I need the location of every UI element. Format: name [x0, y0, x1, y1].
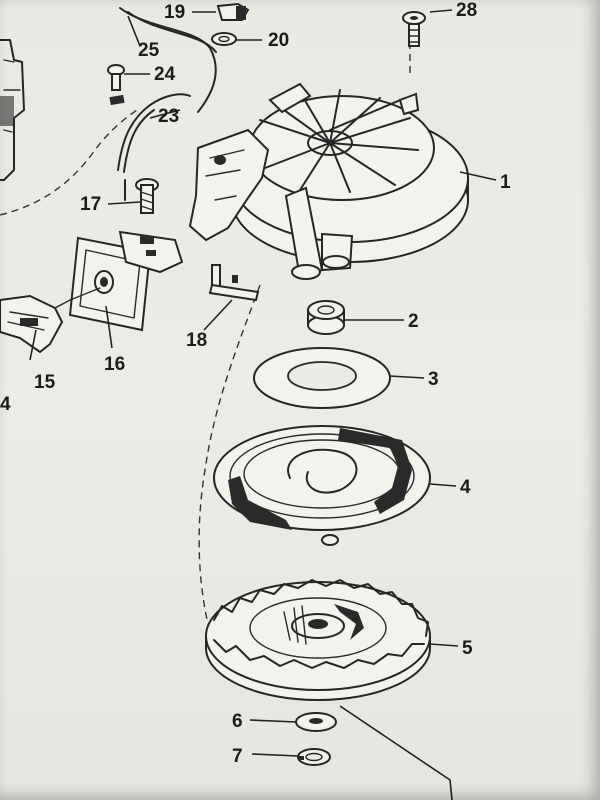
part-19-clip	[216, 2, 250, 21]
callout-7: 7	[232, 746, 243, 767]
part-1-starter-housing	[188, 82, 469, 280]
callout-4: 4	[460, 477, 471, 498]
part-6-washer	[295, 712, 337, 732]
callout-14-partial: 4	[0, 394, 11, 415]
part-28-top-bolt	[402, 11, 426, 47]
part-25-cable	[119, 7, 217, 113]
callout-18: 18	[186, 330, 207, 351]
callout-20: 20	[268, 30, 289, 51]
part-17-bolt	[135, 178, 159, 214]
rope-path-dashed-line	[0, 30, 411, 641]
callout-3: 3	[428, 369, 439, 390]
part-5-pulley	[205, 579, 431, 701]
callout-17: 17	[80, 194, 101, 215]
engine-fragment	[0, 39, 25, 181]
callout-6: 6	[232, 711, 243, 732]
callout-16: 16	[104, 354, 125, 375]
callout-24: 24	[154, 64, 176, 85]
part-24-screw	[107, 64, 125, 106]
callout-2: 2	[408, 311, 419, 332]
part-23-link-rod	[117, 93, 191, 201]
part-2-bushing	[307, 300, 345, 335]
part-3-washer	[253, 347, 391, 409]
callout-15: 15	[34, 372, 56, 393]
callout-labels: 1 2 3 4 5 6 7 4 15 16 17 18 19 20 23 24 …	[0, 0, 511, 767]
callout-1: 1	[500, 172, 511, 193]
callout-28: 28	[456, 0, 477, 21]
leader-lines	[29, 9, 497, 800]
part-18-pin	[208, 264, 260, 302]
part-7-snap-ring	[297, 748, 331, 766]
callout-5: 5	[462, 638, 473, 659]
part-15-starter-handle	[0, 287, 101, 354]
rope-guide-bracket	[118, 230, 184, 274]
part-20-washer	[211, 32, 237, 46]
callout-25: 25	[138, 40, 160, 61]
part-4-recoil-spring	[213, 425, 431, 546]
callout-23: 23	[158, 106, 179, 127]
callout-19: 19	[164, 2, 185, 23]
